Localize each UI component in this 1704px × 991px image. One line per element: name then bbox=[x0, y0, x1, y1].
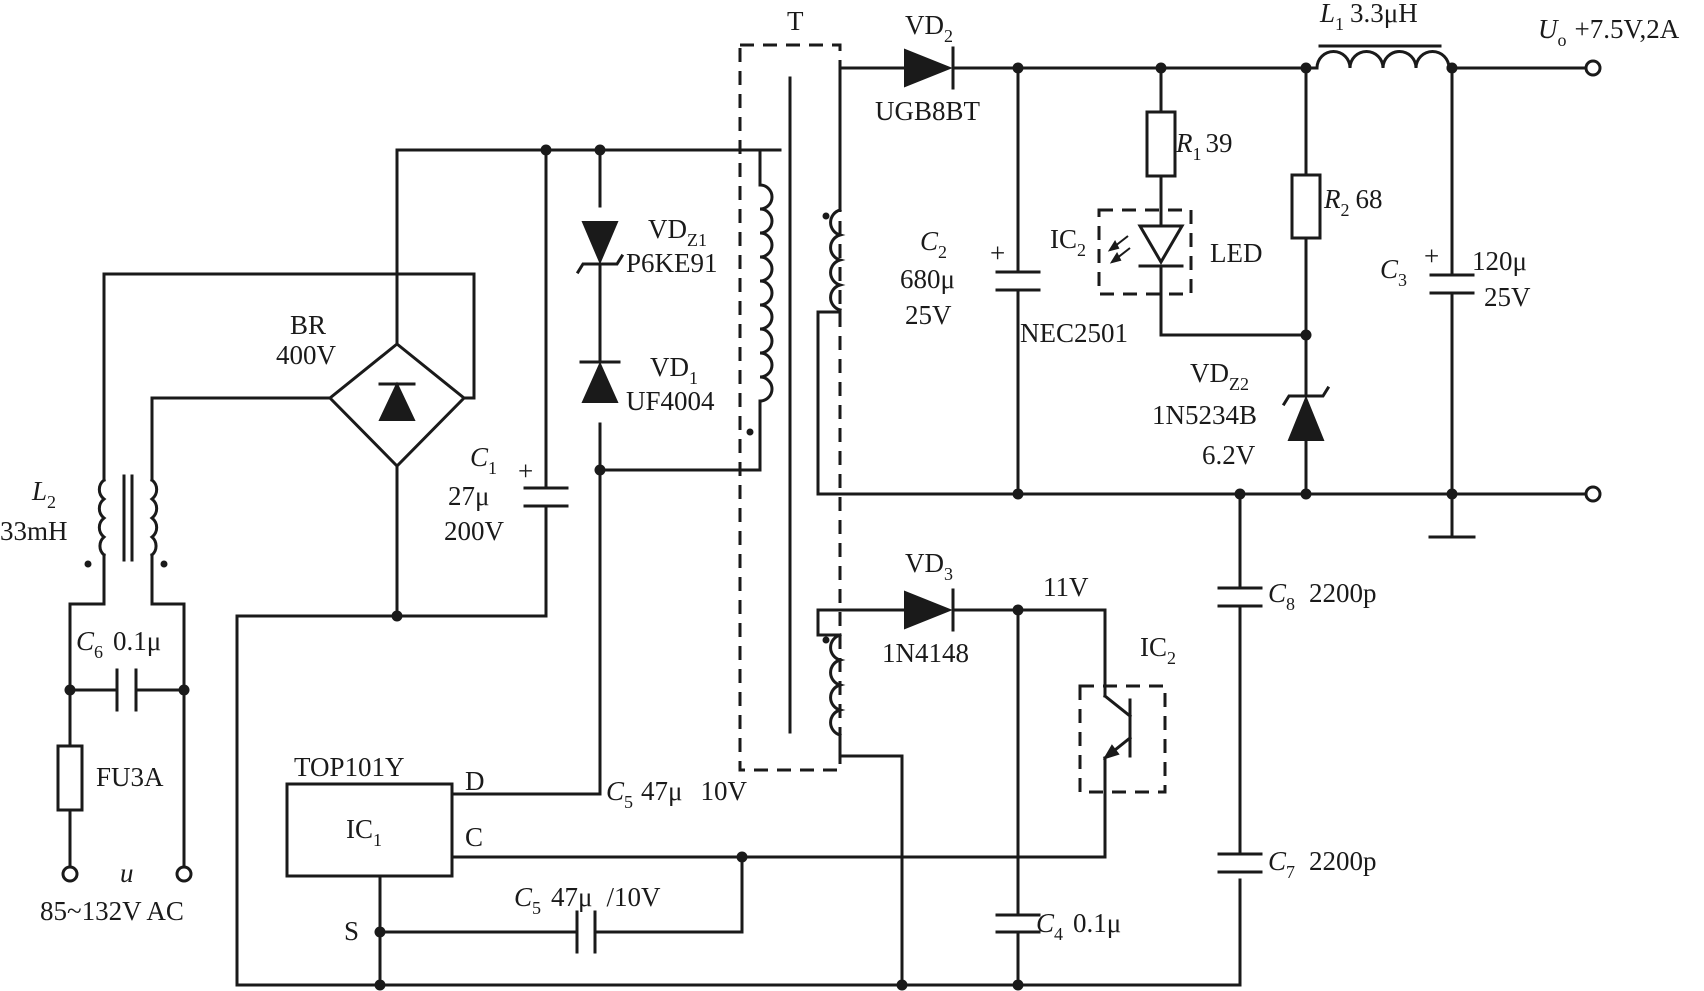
fuse bbox=[56, 744, 84, 812]
svg-text:+: + bbox=[1424, 241, 1439, 271]
output-terminal-negative bbox=[1584, 485, 1602, 503]
capacitor-c8 bbox=[1217, 586, 1263, 608]
optocoupler-led-enclosure bbox=[1097, 208, 1193, 296]
capacitor-c4 bbox=[995, 913, 1041, 934]
vd2-part: UGB8BT bbox=[875, 96, 981, 126]
c3-value: 120μ bbox=[1472, 246, 1527, 276]
zener-vdz2 bbox=[1281, 385, 1331, 441]
c2-value: 680μ bbox=[900, 264, 955, 294]
bias-voltage-label: 11V bbox=[1043, 572, 1089, 602]
fuse-label: FU3A bbox=[96, 762, 164, 792]
capacitor-c1: + bbox=[518, 456, 569, 508]
vdz2-label: VDZ2 bbox=[1190, 358, 1249, 394]
wires bbox=[68, 66, 1595, 987]
transformer-label: T bbox=[787, 6, 804, 36]
transformer-secondary-winding bbox=[822, 208, 846, 314]
c1-voltage: 200V bbox=[444, 516, 505, 546]
capacitor-c7 bbox=[1217, 852, 1263, 874]
transformer-bias-winding bbox=[822, 633, 846, 737]
vd1-part: UF4004 bbox=[626, 386, 715, 416]
vd1-label: VD1 bbox=[650, 352, 698, 388]
transformer-primary-winding bbox=[746, 183, 774, 436]
zener-vdz1 bbox=[575, 221, 625, 275]
vdz1-part: P6KE91 bbox=[626, 248, 718, 278]
vd3-part: 1N4148 bbox=[882, 638, 969, 668]
capacitor-c5 bbox=[575, 910, 597, 954]
vdz2-voltage: 6.2V bbox=[1202, 440, 1256, 470]
br-label: BR bbox=[290, 310, 326, 340]
ic1-label: IC1 bbox=[346, 814, 382, 850]
resistor-r2 bbox=[1290, 173, 1322, 240]
c1-label: C1 bbox=[470, 442, 497, 478]
ic1-part: TOP101Y bbox=[294, 752, 405, 782]
resistor-r1 bbox=[1145, 110, 1177, 178]
ic1-top101y bbox=[285, 782, 454, 878]
br-voltage: 400V bbox=[276, 340, 337, 370]
svg-text:+: + bbox=[518, 456, 533, 486]
c2-label: C2 bbox=[920, 226, 947, 262]
ic1-pin-c: C bbox=[465, 822, 483, 852]
output-label: Uo+7.5V,2A bbox=[1538, 14, 1680, 50]
vdz1-label: VDZ1 bbox=[648, 214, 707, 250]
vd2-label: VD2 bbox=[905, 10, 953, 46]
input-symbol: u bbox=[120, 858, 134, 888]
c2-voltage: 25V bbox=[905, 300, 952, 330]
c1-value: 27μ bbox=[448, 481, 489, 511]
bridge-rectifier bbox=[327, 342, 467, 469]
led-label: LED bbox=[1210, 238, 1262, 268]
junction-dots bbox=[64, 62, 1458, 991]
diode-vd2 bbox=[904, 46, 955, 90]
ic2-transistor-label: IC2 bbox=[1140, 632, 1176, 668]
c3-label: C3 bbox=[1380, 254, 1407, 290]
inductor-l2 bbox=[84, 474, 168, 568]
svg-text:+: + bbox=[990, 238, 1005, 268]
output-terminal-positive bbox=[1584, 59, 1602, 77]
input-terminal-right bbox=[175, 865, 193, 883]
vd3-label: VD3 bbox=[905, 548, 953, 584]
diode-vd3 bbox=[904, 588, 955, 632]
capacitor-c6 bbox=[115, 668, 138, 712]
diode-vd1 bbox=[579, 360, 621, 403]
capacitor-c2: + bbox=[990, 238, 1041, 292]
inductor-l1 bbox=[1315, 44, 1451, 70]
ic1-pin-d: D bbox=[465, 766, 485, 796]
capacitor-c3: + bbox=[1424, 241, 1475, 295]
optocoupler-led bbox=[1107, 224, 1185, 268]
l2-label: L2 bbox=[31, 476, 56, 512]
vdz2-part: 1N5234B bbox=[1152, 400, 1257, 430]
c3-voltage: 25V bbox=[1484, 282, 1531, 312]
ic2-led-label: IC2 bbox=[1050, 224, 1086, 260]
l2-value: 33mH bbox=[0, 516, 68, 546]
nec2501-label: NEC2501 bbox=[1020, 318, 1128, 348]
input-terminal-left bbox=[61, 865, 79, 883]
optocoupler-transistor bbox=[1102, 693, 1133, 761]
optocoupler-transistor-enclosure bbox=[1078, 684, 1167, 794]
ic1-pin-s: S bbox=[344, 916, 359, 946]
input-spec: 85~132V AC bbox=[40, 896, 184, 926]
